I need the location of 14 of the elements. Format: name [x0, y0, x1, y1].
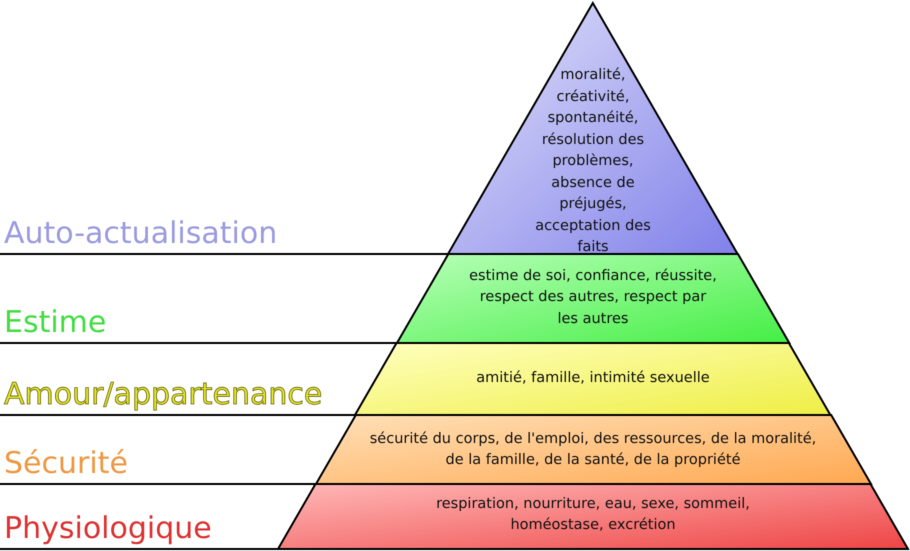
pyramid-level	[316, 415, 870, 484]
pyramid-level	[278, 484, 908, 549]
level-name: Amour/appartenance	[4, 378, 322, 412]
level-description: respiration, nourriture, eau, sexe, sommeil, homéostase, excrétion	[435, 494, 751, 535]
pyramid-level	[355, 343, 831, 415]
pyramid-level	[396, 254, 790, 343]
level-description: amitié, famille, intimité sexuelle	[475, 369, 711, 388]
level-name: Sécurité	[4, 447, 128, 481]
level-name: Estime	[4, 306, 106, 340]
level-name: Auto-actualisation	[4, 217, 278, 251]
level-name: Physiologique	[4, 512, 212, 546]
level-description: moralité, créativité, spontanéité, résolution des problèmes, absence de préjugés, acceptation des faits	[534, 66, 652, 257]
level-description: estime de soi, confiance, réussite, respect des autres, respect par les autres	[468, 266, 718, 328]
level-description: sécurité du corps, de l'emploi, des ressources, de la moralité, de la famille, de la santé, de la propriété	[368, 430, 818, 470]
